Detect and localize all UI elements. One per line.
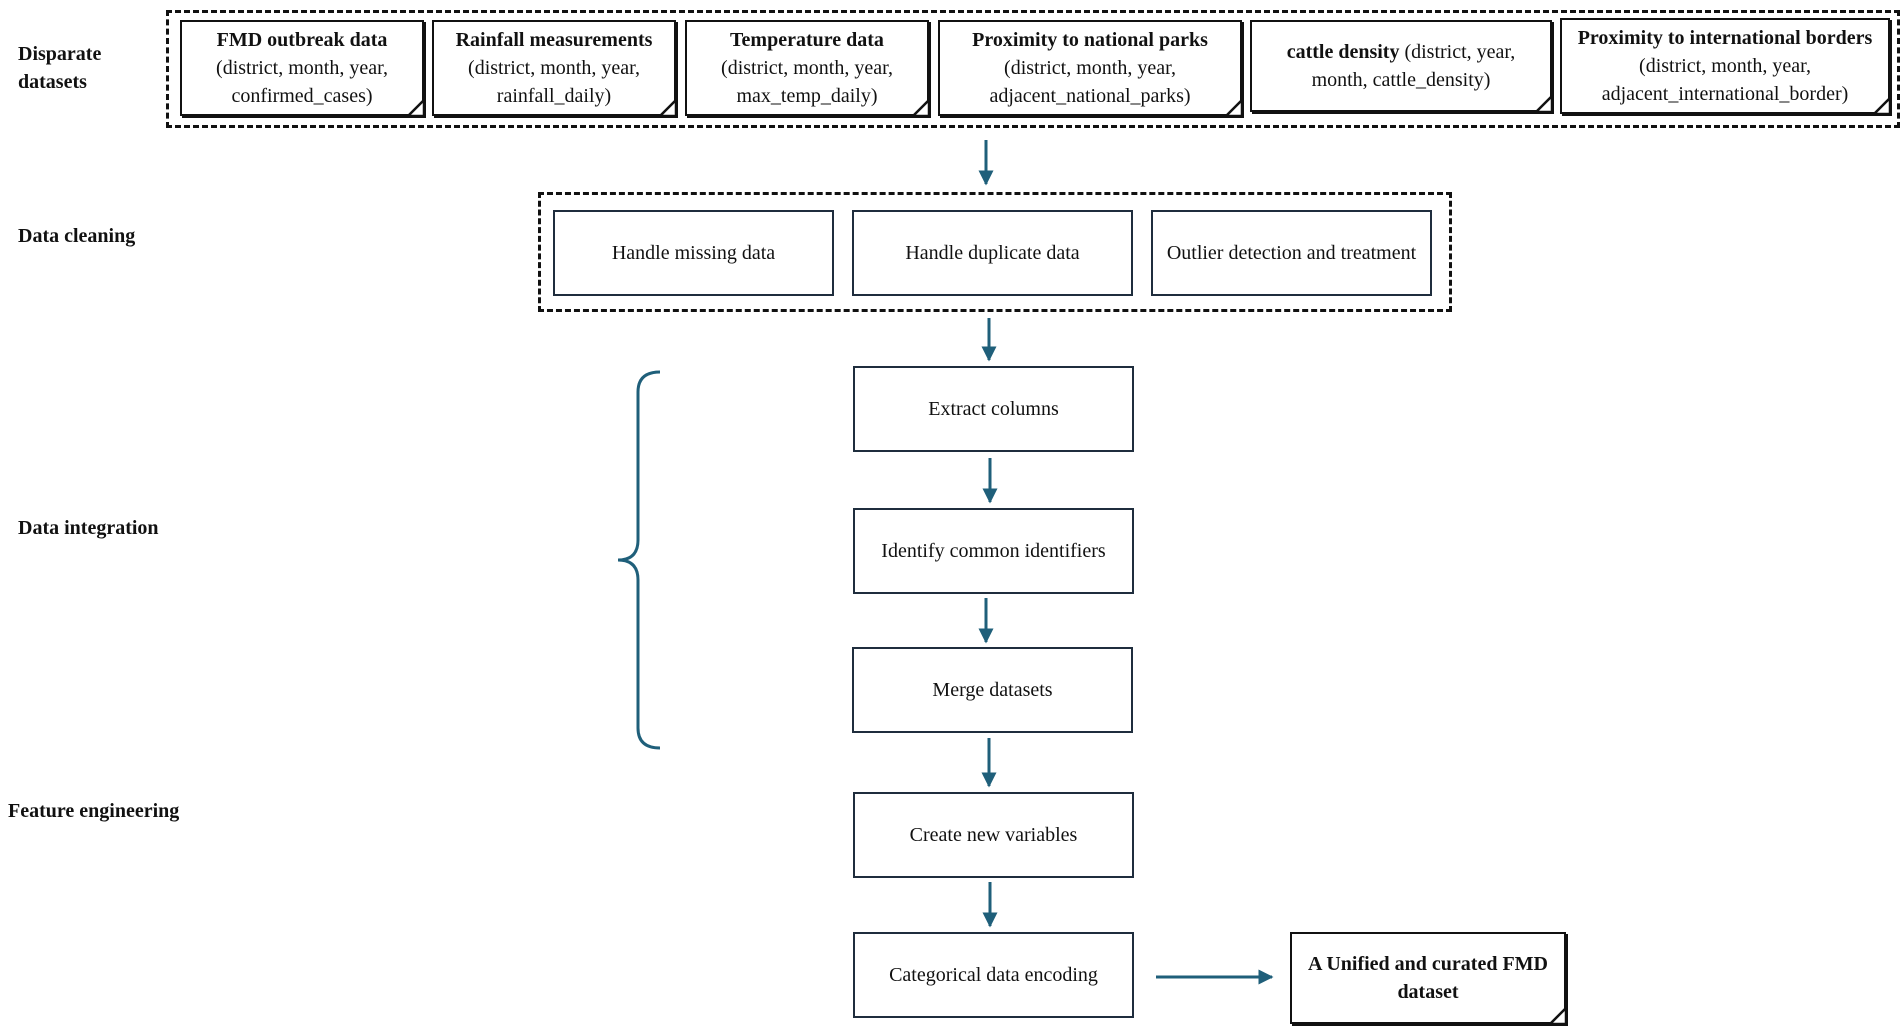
page-fold-icon xyxy=(1226,100,1242,116)
dataset-title: Rainfall measurements xyxy=(455,29,653,51)
page-fold-icon xyxy=(913,100,929,116)
step-outlier-detection: Outlier detection and treatment xyxy=(1151,210,1432,296)
integration-brace xyxy=(617,370,661,750)
cleaning-group xyxy=(538,192,1452,312)
dataset-title: Proximity to national parks xyxy=(972,29,1208,51)
dataset-fields: (district, month, year, adjacent_nationa… xyxy=(989,57,1191,107)
dataset-title: Temperature data xyxy=(730,29,884,51)
step-merge-datasets: Merge datasets xyxy=(852,647,1133,733)
page-fold-icon xyxy=(660,100,676,116)
dataset-fields: (district, month, year, rainfall_daily) xyxy=(468,57,640,107)
page-fold-icon xyxy=(1550,1008,1566,1024)
stage-label-disparate-datasets: Disparate datasets xyxy=(18,43,102,93)
dataset-national-parks: Proximity to national parks (district, m… xyxy=(938,20,1242,116)
dataset-international-borders: Proximity to international borders (dist… xyxy=(1560,18,1890,114)
dataset-fields: (district, month, year, confirmed_cases) xyxy=(216,57,388,107)
stage-label-feature-engineering: Feature engineering xyxy=(8,800,180,822)
dataset-temperature: Temperature data (district, month, year,… xyxy=(685,20,929,116)
dataset-fmd-outbreak: FMD outbreak data (district, month, year… xyxy=(180,20,424,116)
step-identify-common-identifiers: Identify common identifiers xyxy=(853,508,1134,594)
step-create-new-variables: Create new variables xyxy=(853,792,1134,878)
dataset-title: FMD outbreak data xyxy=(216,29,388,51)
output-label: A Unified and curated FMD dataset xyxy=(1308,953,1548,1003)
dataset-title: Proximity to international borders xyxy=(1577,27,1873,49)
dataset-fields: (district, year, month, cattle_density) xyxy=(1311,41,1516,91)
stage-label-data-cleaning: Data cleaning xyxy=(18,225,136,247)
output-unified-dataset: A Unified and curated FMD dataset xyxy=(1290,932,1566,1024)
page-fold-icon xyxy=(1874,98,1890,114)
dataset-cattle-density: cattle density (district, year, month, c… xyxy=(1250,20,1552,112)
dataset-fields: (district, month, year, adjacent_interna… xyxy=(1601,55,1849,105)
dataset-rainfall: Rainfall measurements (district, month, … xyxy=(432,20,676,116)
datasets-group xyxy=(166,10,1900,128)
step-extract-columns: Extract columns xyxy=(853,366,1134,452)
page-fold-icon xyxy=(408,100,424,116)
step-categorical-encoding: Categorical data encoding xyxy=(853,932,1134,1018)
dataset-fields: (district, month, year, max_temp_daily) xyxy=(721,57,893,107)
dataset-title: cattle density xyxy=(1286,41,1400,63)
page-fold-icon xyxy=(1536,96,1552,112)
step-handle-duplicate-data: Handle duplicate data xyxy=(852,210,1133,296)
stage-label-data-integration: Data integration xyxy=(18,517,159,539)
step-handle-missing-data: Handle missing data xyxy=(553,210,834,296)
